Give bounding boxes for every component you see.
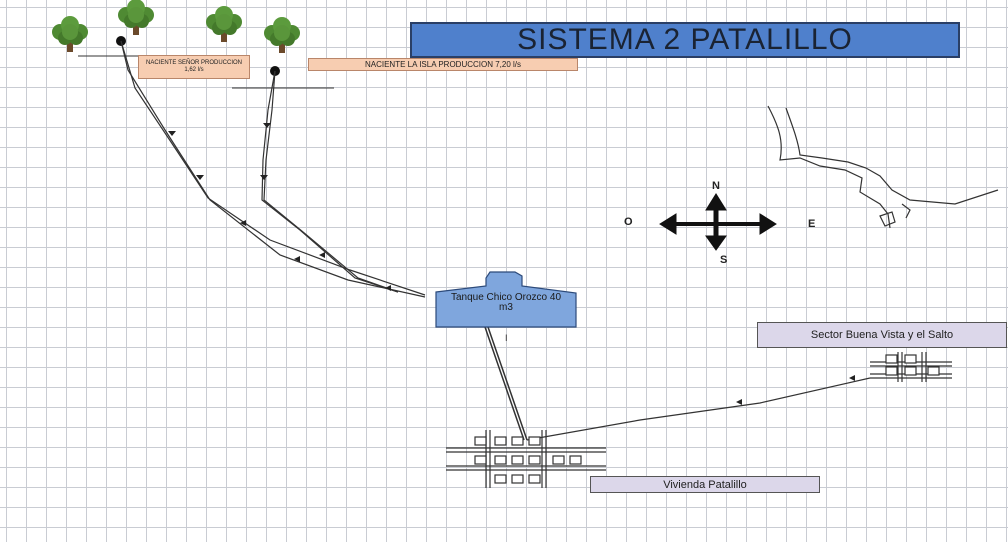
page-title: SISTEMA 2 PATALILLO: [410, 22, 960, 58]
compass-east-label: E: [808, 218, 816, 230]
compass-rose-icon: [659, 193, 777, 251]
compass-south-label: S: [720, 254, 728, 266]
sector-buena-vista-label[interactable]: Sector Buena Vista y el Salto: [757, 322, 1007, 348]
compass-west-label: O: [624, 216, 633, 228]
vivienda-block-grid: [446, 430, 606, 488]
water-tank[interactable]: [435, 271, 577, 328]
pipe-tank-to-vivienda: [484, 326, 528, 441]
buena-vista-block-grid: [870, 352, 952, 382]
tree-icon: [52, 16, 88, 52]
pipe-spring2-to-tank: [261, 70, 399, 293]
tree-icon: [264, 17, 300, 53]
pipe-vivienda-to-buena-vista: [526, 377, 871, 441]
vivienda-patalillo-label[interactable]: Vivienda Patalillo: [590, 476, 820, 493]
flow-arrow-markers: [168, 123, 855, 405]
tank-label: Tanque Chico Orozco 40 m3: [450, 292, 562, 313]
spring-label-la-isla: NACIENTE LA ISLA PRODUCCION 7,20 l/s: [308, 58, 578, 71]
compass-north-label: N: [712, 180, 720, 192]
river-outline-icon: [767, 105, 999, 229]
pipe-spring1-to-tank: [120, 40, 426, 298]
spring-label-senor: NACIENTE SEÑOR PRODUCCION 1,62 l/s: [138, 55, 250, 79]
tree-icon: [118, 0, 154, 35]
tank-marker: I: [505, 333, 508, 343]
tree-icon: [206, 6, 242, 42]
